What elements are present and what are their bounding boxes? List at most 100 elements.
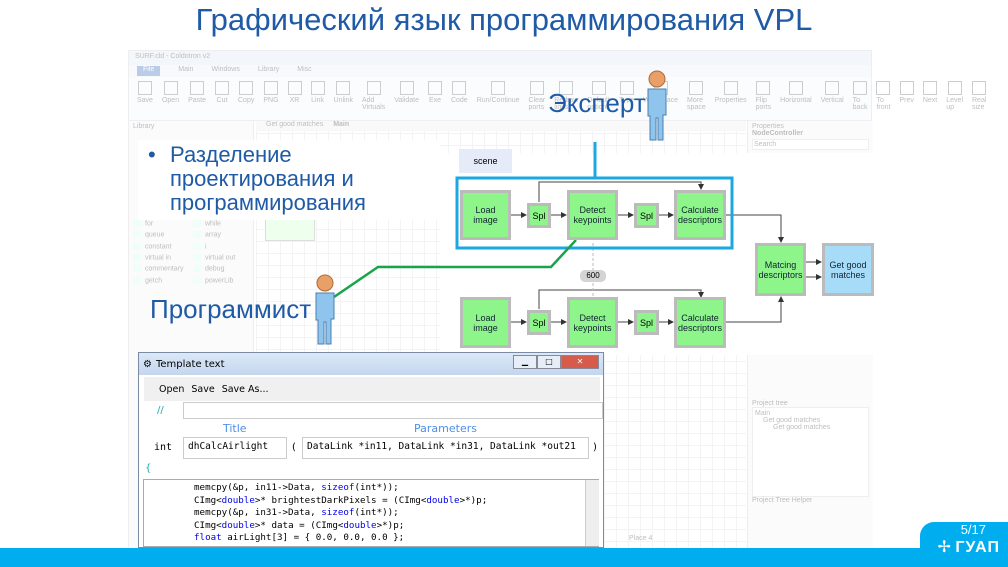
library-item[interactable]: queue <box>133 231 189 239</box>
ribbon-button[interactable]: Link <box>310 81 325 116</box>
library-items: for while queue array constant i virtual in vir… <box>133 220 249 284</box>
ribbon-label: Cut <box>216 97 228 104</box>
ribbon-button[interactable]: Vertical <box>821 81 844 116</box>
ribbon-button[interactable]: Real size <box>972 81 986 116</box>
tree-item[interactable]: Get good matches <box>773 424 831 431</box>
library-item[interactable]: while <box>193 220 249 227</box>
ribbon-icon <box>788 81 803 95</box>
library-item[interactable]: getch <box>133 277 189 284</box>
ribbon-icon <box>825 81 840 95</box>
library-item[interactable]: array <box>193 231 249 239</box>
ribbon-icon <box>947 81 962 95</box>
ribbon-button[interactable]: Type <box>619 81 634 116</box>
ribbon-button[interactable]: Add Virtuals <box>362 81 385 116</box>
node-load-image[interactable]: Load image <box>460 190 511 240</box>
guap-logo-icon: ✢ <box>937 539 951 556</box>
ribbon-button[interactable]: Cut <box>215 81 229 116</box>
menu-misc[interactable]: Misc <box>297 66 312 73</box>
slide-title: Графический язык программирования VPL <box>195 2 813 37</box>
ribbon-button[interactable]: Clear ports <box>529 81 545 116</box>
ribbon-button[interactable]: Level up <box>946 81 963 116</box>
node-load-image[interactable]: Load image <box>460 297 511 348</box>
tree-item[interactable]: Main <box>755 410 771 417</box>
ribbon-button[interactable]: Code <box>451 81 468 116</box>
node-split[interactable]: Spl <box>634 310 659 335</box>
ribbon-icon <box>263 81 278 95</box>
ribbon-button[interactable]: Copy <box>238 81 254 116</box>
programmer-person-icon <box>315 274 335 345</box>
close-button[interactable]: ✕ <box>561 355 599 369</box>
menu-library[interactable]: Library <box>257 66 280 73</box>
node-calculate-descriptors[interactable]: Calculate descriptors <box>674 297 726 348</box>
library-item[interactable]: constant <box>133 243 189 250</box>
node-matching-descriptors[interactable]: Matcing descriptors <box>755 243 806 296</box>
parameters-input[interactable]: DataLink *in11, DataLink *in31, DataLink… <box>302 437 589 459</box>
library-item[interactable]: debug <box>193 265 249 273</box>
ribbon-button[interactable]: More space <box>687 81 706 116</box>
node-split[interactable]: Spl <box>527 203 551 228</box>
menu-main[interactable]: Main <box>178 66 194 73</box>
value-badge: 600 <box>580 270 606 282</box>
maximize-button[interactable]: □ <box>537 355 561 369</box>
tree-item[interactable]: Get good matches <box>763 417 821 424</box>
ribbon-label: Horizontal <box>780 97 812 104</box>
node-calculate-descriptors[interactable]: Calculate descriptors <box>674 190 726 240</box>
menu-file[interactable]: File <box>137 66 161 76</box>
ribbon-button[interactable]: To back <box>853 81 867 116</box>
ribbon-icon <box>287 81 302 95</box>
library-item[interactable]: virtual in <box>133 254 189 261</box>
node-detect-keypoints[interactable]: Detect keypoints <box>567 297 618 348</box>
ribbon-button[interactable]: Validate <box>394 81 419 116</box>
ribbon-button[interactable]: Next <box>923 81 937 116</box>
ribbon-button[interactable]: Run/Continue <box>477 81 520 116</box>
ribbon-label: Paste <box>188 97 206 104</box>
tab-main[interactable]: Main <box>333 121 350 128</box>
bullet-item: • Разделение проектирования и программир… <box>148 143 420 215</box>
ribbon-button[interactable]: Paste <box>188 81 206 116</box>
save-button[interactable]: Save <box>191 383 215 395</box>
ribbon-button[interactable]: Unlink <box>334 81 353 116</box>
ribbon-button[interactable]: XR <box>287 81 302 116</box>
node-split[interactable]: Spl <box>527 310 551 335</box>
comment-input[interactable] <box>183 402 603 419</box>
save-as-button[interactable]: Save As... <box>221 383 269 395</box>
ribbon-button[interactable]: Redraw links <box>554 81 578 116</box>
tab-get-good-matches[interactable]: Get good matches <box>266 121 324 128</box>
ribbon-icon <box>756 81 771 95</box>
programmer-pointer-line <box>333 239 577 299</box>
node-get-good-matches[interactable]: Get good matches <box>822 243 874 296</box>
ribbon-button[interactable]: Save <box>137 81 153 116</box>
library-item[interactable]: for <box>133 220 189 227</box>
node-detect-keypoints[interactable]: Detect keypoints <box>567 190 618 240</box>
ribbon-label: Prev <box>899 97 914 104</box>
tab-helper[interactable]: Helper <box>791 497 813 504</box>
function-name-input[interactable]: dhCalcAirlight <box>183 437 287 459</box>
library-item[interactable]: virtual out <box>193 254 249 261</box>
code-scrollbar[interactable] <box>585 480 599 546</box>
ribbon-button[interactable]: Prev <box>899 81 914 116</box>
minimize-button[interactable]: ▁ <box>513 355 537 369</box>
ribbon-button[interactable]: To front <box>876 81 890 116</box>
ribbon-button[interactable]: Flip ports <box>756 81 771 116</box>
ribbon-icon <box>723 81 738 95</box>
ribbon-button[interactable]: Open <box>162 81 179 116</box>
library-item[interactable]: powerLib <box>193 277 249 284</box>
ribbon-icon <box>876 81 891 95</box>
ribbon-icon <box>336 81 351 95</box>
doc-tabs: Get good matches Main <box>256 121 746 131</box>
tab-project-tree[interactable]: Project Tree <box>752 497 790 504</box>
ribbon-button[interactable]: Properties <box>715 81 747 116</box>
code-editor[interactable]: memcpy(&p, in11->Data, sizeof(int*));CIm… <box>143 479 599 547</box>
ribbon-button[interactable]: Default options <box>587 81 610 116</box>
ribbon-button[interactable]: Exe <box>427 81 442 116</box>
template-text-dialog: ⚙ Template text ▁ □ ✕ Open Save Save As.… <box>138 352 604 548</box>
ribbon-button[interactable]: Horizontal <box>780 81 812 116</box>
open-button[interactable]: Open <box>159 383 185 395</box>
library-item[interactable]: commentary <box>133 265 189 273</box>
node-split[interactable]: Spl <box>634 203 659 228</box>
ribbon-label: Vertical <box>820 97 844 104</box>
properties-search[interactable]: Search <box>752 139 869 150</box>
ribbon-button[interactable]: PNG <box>263 81 279 116</box>
library-item[interactable]: i <box>193 243 249 250</box>
menu-windows[interactable]: Windows <box>211 66 240 73</box>
